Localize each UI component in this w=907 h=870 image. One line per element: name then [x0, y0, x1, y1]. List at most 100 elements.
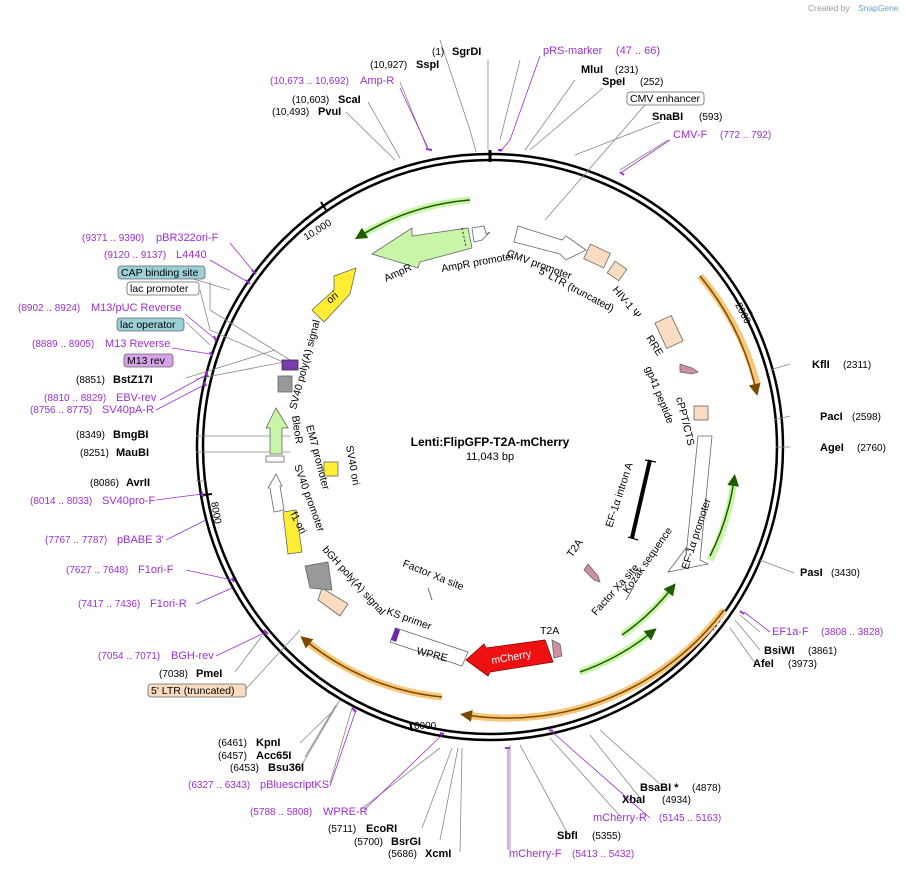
- primer-range: (7054 .. 7071): [98, 651, 160, 662]
- ltr-truncated-label: 5' LTR (truncated): [151, 685, 235, 697]
- tick-8000: 8000: [208, 501, 223, 525]
- enzyme-pos: (593): [699, 112, 722, 123]
- lac-operator-label: lac operator: [120, 319, 176, 331]
- em7-promoter-box: [265, 455, 285, 463]
- primer-name: SV40pro-F: [102, 495, 155, 507]
- enzyme-pos: (4878): [692, 783, 721, 794]
- map-title: Lenti:FlipGFP-T2A-mCherry: [411, 435, 570, 449]
- label-ampr-promoter: AmpR promoter: [440, 250, 516, 275]
- primer-range: (10,673 .. 10,692): [270, 76, 349, 87]
- primer-name: mCherry-F: [509, 848, 562, 860]
- primer-name: CMV-F: [673, 129, 708, 141]
- label-bleor: BleoR: [289, 415, 305, 445]
- primer-name: Amp-R: [360, 75, 394, 87]
- tick-6000: 6000: [414, 721, 437, 732]
- arc-orange-3-line: [300, 636, 443, 698]
- enzyme-name: MluI: [581, 64, 603, 76]
- label-gp41: gp41 peptide: [642, 365, 676, 426]
- enzyme-pos: (4934): [662, 795, 691, 806]
- primer-name: M13 Reverse: [105, 338, 170, 350]
- enzyme-name: EcoRI: [366, 823, 397, 835]
- gp41-arrow: [679, 363, 699, 375]
- primer-name: pRS-marker: [543, 45, 603, 57]
- primer-name: pBluescriptKS: [260, 779, 329, 791]
- enzyme-name: SnaBI: [652, 111, 683, 123]
- primer-name: SV40pA-R: [102, 404, 154, 416]
- enzyme-pos: (8851): [76, 375, 105, 386]
- enzyme-pos: (231): [615, 65, 638, 76]
- tick-mark: [202, 493, 213, 496]
- enzyme-name: KflI: [812, 359, 830, 371]
- lac-operator-box: [116, 317, 185, 332]
- enzyme-name: BstZ17I: [113, 374, 153, 386]
- primer-range: (7767 .. 7787): [45, 535, 107, 546]
- label-cppt: cPPT/CTS: [673, 396, 697, 447]
- enzyme-pos: (3861): [808, 646, 837, 657]
- enzyme-name: SspI: [416, 59, 439, 71]
- enzyme-name: AvrII: [126, 477, 150, 489]
- enzyme-pos: (2311): [843, 360, 871, 371]
- enzyme-pos: (2760): [857, 443, 886, 454]
- cmv-enhancer-box: [626, 91, 705, 106]
- enzyme-pos: (10,603): [292, 95, 329, 106]
- primer-range: (8014 .. 8033): [30, 496, 92, 507]
- enzyme-name: PacI: [820, 411, 843, 423]
- factor-xa-left-mark: [427, 587, 433, 601]
- enzyme-pos: (3973): [788, 659, 817, 670]
- label-ltr5: 5' LTR (truncated): [537, 265, 616, 315]
- primer-range: (6327 .. 6343): [188, 780, 250, 791]
- bleor-arrow: [265, 407, 289, 455]
- cppt-box: [693, 405, 709, 421]
- ks-primer-mark: [391, 628, 400, 642]
- arc-orange-1: [697, 273, 761, 385]
- hiv-psi-box: [606, 260, 628, 282]
- sv40-promoter-arrow: [267, 473, 285, 513]
- arc-green-1-line: [354, 199, 471, 240]
- enzyme-name: SpeI: [602, 76, 625, 88]
- primer-range: (8889 .. 8905): [32, 339, 94, 350]
- enzyme-pos: (3430): [831, 568, 860, 579]
- enzyme-pos: (10,493): [272, 107, 309, 118]
- primer-name: BGH-rev: [171, 650, 214, 662]
- primer-name: EBV-rev: [116, 392, 157, 404]
- primer-range: (772 .. 792): [720, 130, 771, 141]
- primer-range: (8756 .. 8775): [30, 405, 92, 416]
- enzyme-name: SgrDI: [452, 46, 481, 58]
- enzyme-name: PmeI: [196, 668, 222, 680]
- tick-mark: [409, 721, 413, 732]
- cap-binding-label: CAP binding site: [121, 267, 199, 279]
- enzyme-name: XcmI: [425, 848, 451, 860]
- primer-range: (5413 .. 5432): [572, 849, 634, 860]
- label-t2a-left: T2A: [565, 537, 586, 560]
- primer-name: pBABE 3': [117, 534, 164, 546]
- arc-green-2-line: [709, 474, 740, 557]
- arc-orange-2-line: [460, 609, 725, 722]
- label-factor-xa-left: Factor Xa site: [401, 558, 466, 593]
- enzyme-pos: (252): [640, 77, 663, 88]
- grey-box-1: [304, 561, 333, 591]
- lac-promoter-label: lac promoter: [130, 283, 189, 295]
- map-length: 11,043 bp: [466, 451, 514, 463]
- enzyme-pos: (6457): [218, 751, 247, 762]
- tick-mark: [746, 306, 753, 315]
- ef1a-promoter-arrow: [667, 435, 713, 573]
- enzyme-name: Acc65I: [256, 750, 291, 762]
- leader-lines: [169, 39, 795, 853]
- enzyme-name: ScaI: [338, 94, 361, 106]
- enzyme-pos: (8349): [76, 430, 105, 441]
- m13-rev-box: [123, 353, 174, 368]
- arc-green-4-line: [579, 628, 657, 673]
- cmv-promoter-arrow: [513, 225, 587, 261]
- primer-name: EF1a-F: [772, 626, 809, 638]
- lac-promoter-box: [126, 281, 200, 296]
- enzyme-pos: (2598): [852, 412, 881, 423]
- cap-binding-box: [117, 265, 206, 280]
- primer-range: (9371 .. 9390): [82, 233, 144, 244]
- enzyme-name: PasI: [800, 567, 823, 579]
- enzyme-pos: (6453): [230, 763, 259, 774]
- tick-mark: [320, 201, 327, 211]
- arc-green-4: [578, 629, 655, 676]
- primer-range: (7417 .. 7436): [78, 599, 140, 610]
- primer-range: (5145 .. 5163): [659, 813, 721, 824]
